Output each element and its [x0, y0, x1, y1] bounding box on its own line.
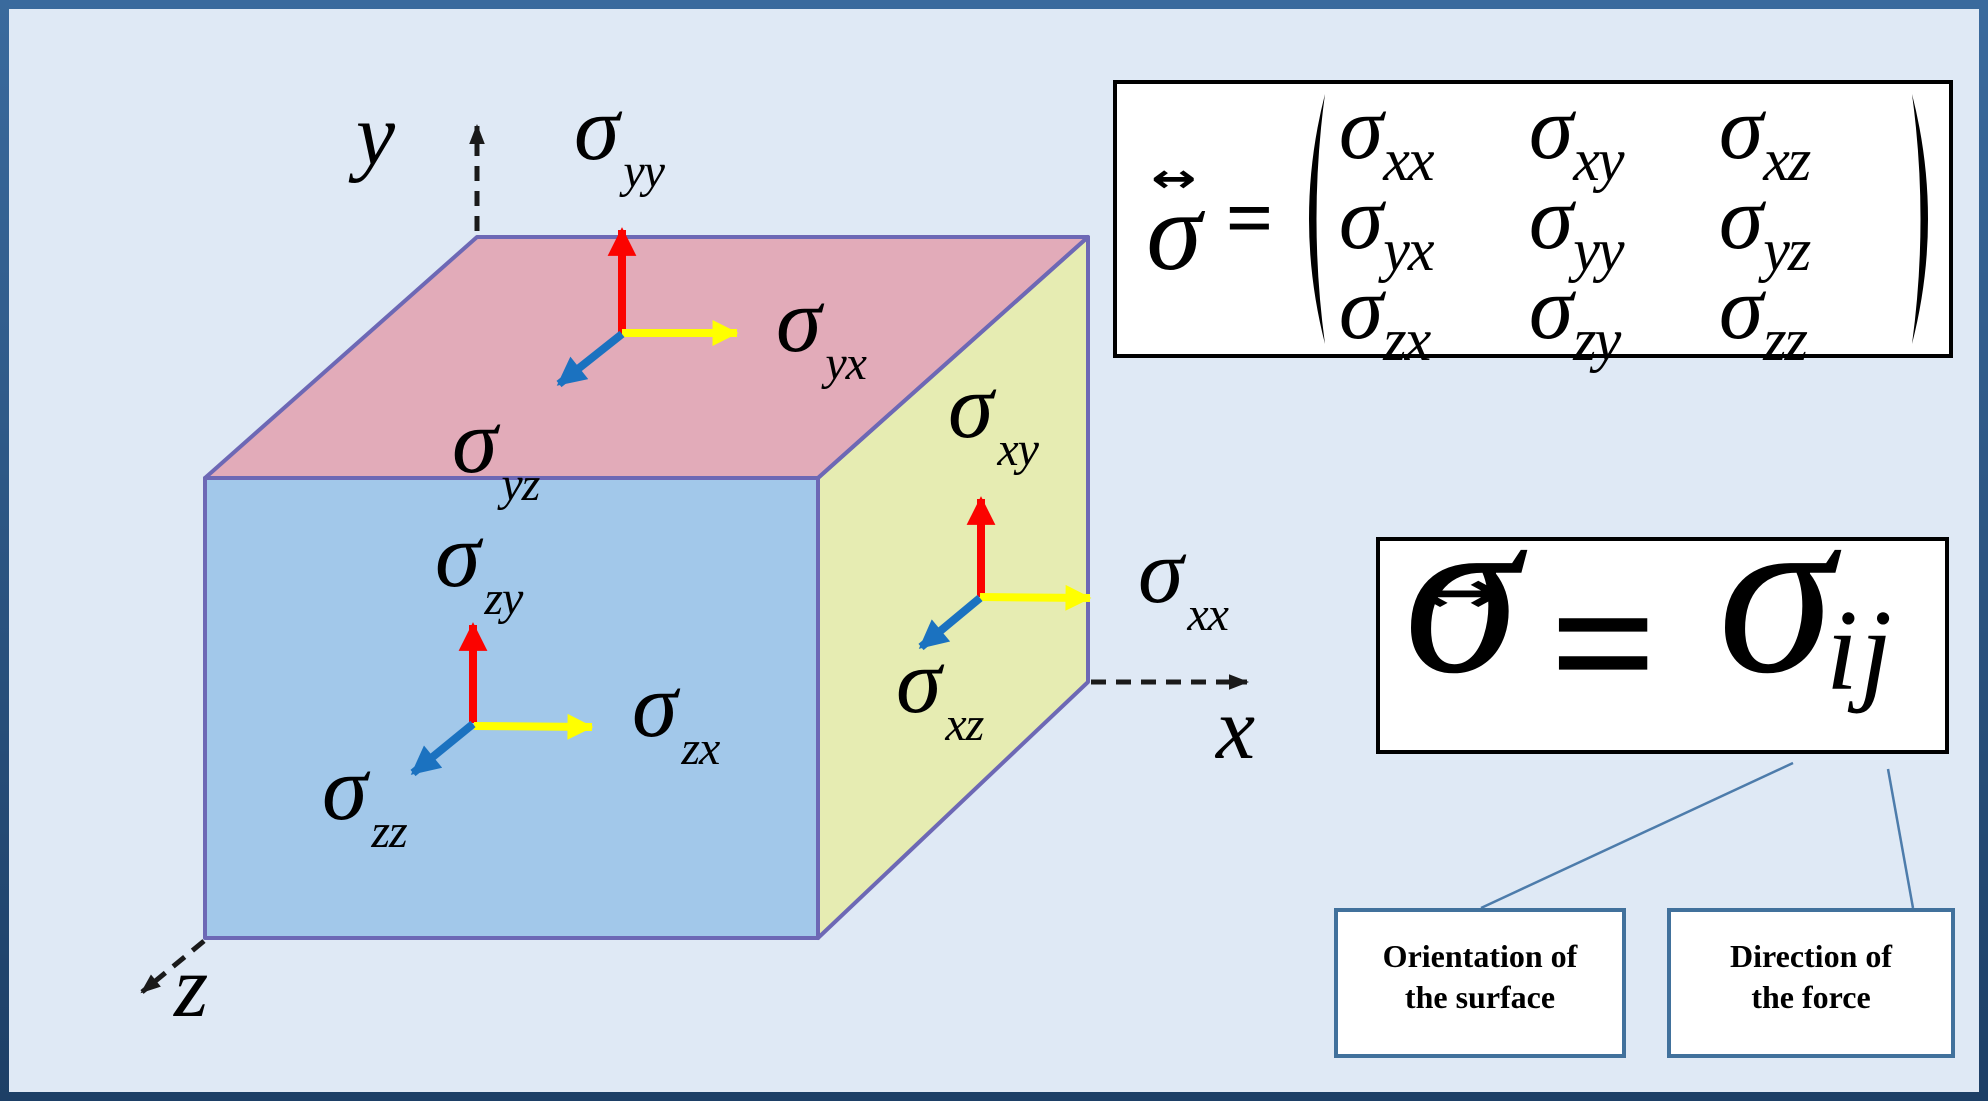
matrix-entry: σxz [1718, 79, 1811, 194]
cube-edges [203, 235, 1090, 940]
matrix-paren-left [1308, 94, 1325, 344]
x-axis-label: x [1216, 681, 1256, 778]
sigma-zx-arrow [473, 713, 594, 740]
z-axis [140, 939, 206, 994]
figure-canvas: y x z σyy σyx σyz σzy σzx σzz σxy σxx σx… [9, 9, 1979, 1092]
tensor-sigma-symbol: ↔ σ [1146, 156, 1202, 295]
matrix-paren-right [1911, 94, 1928, 344]
equals-sign: = [1225, 172, 1273, 265]
matrix-entry: σzy [1528, 259, 1621, 374]
index-notation-box: ↔ σ = σ ij [1376, 475, 1949, 754]
stress-tensor-matrix-box: ↔ σ = σxx σxy σxz σyx σyy σyz σzx σzy σz… [1113, 79, 1953, 374]
connector-j-force [1886, 768, 1915, 909]
callout-line: Direction of [1729, 938, 1893, 974]
sigma-yz-arrow [556, 330, 625, 388]
callout-line: the surface [1404, 979, 1556, 1015]
matrix-entry: σxx [1338, 79, 1435, 194]
sigma-zz-label: σzz [322, 737, 408, 858]
sigma-xz-arrow [918, 594, 983, 651]
matrix-entry: σyx [1338, 169, 1435, 284]
component-sigma-symbol: σ [1718, 462, 1834, 722]
z-axis-label: z [174, 939, 209, 1036]
matrix-entry: σzx [1338, 259, 1431, 374]
sigma-yz-label: σyz [452, 390, 540, 511]
double-arrow-accent: ↔ [1414, 558, 1504, 626]
callout-line: Orientation of [1382, 938, 1578, 974]
cube-front-face [205, 478, 818, 938]
tensor-sigma-symbol: σ [1404, 462, 1520, 722]
sigma-yy-label: σyy [574, 77, 665, 198]
callout-direction-of-force: Direction of the force [1667, 908, 1955, 1058]
sigma-xz-label: σxz [896, 630, 984, 751]
cube-top-face [205, 237, 1088, 478]
matrix-entry: σxy [1528, 79, 1625, 194]
equals-sign: = [1548, 539, 1657, 749]
matrix-entry: σyz [1718, 169, 1811, 284]
sigma-xy-label: σxy [948, 355, 1039, 476]
cube-right-face [818, 237, 1088, 938]
matrix-entry: σzz [1718, 259, 1808, 374]
callout-line: the force [1751, 979, 1871, 1015]
sigma-zy-label: σzy [435, 504, 523, 625]
sigma-zx-label: σzx [632, 654, 720, 775]
callout-orientation-of-surface: Orientation of the surface [1334, 908, 1626, 1058]
double-arrow-accent: ↔ [1151, 156, 1197, 203]
connector-i-orientation [1480, 761, 1794, 910]
y-axis-label: y [356, 87, 396, 184]
ij-subscript: ij [1826, 587, 1894, 714]
matrix-entry: σyy [1528, 169, 1625, 284]
sigma-yx-label: σyx [776, 269, 867, 390]
sigma-zz-arrow [410, 720, 476, 777]
matrix-entries: σxx σxy σxz σyx σyy σyz σzx σzy σzz [1338, 79, 1904, 374]
sigma-xx-label: σxx [1138, 520, 1229, 641]
sigma-xx-arrow [979, 584, 1092, 611]
